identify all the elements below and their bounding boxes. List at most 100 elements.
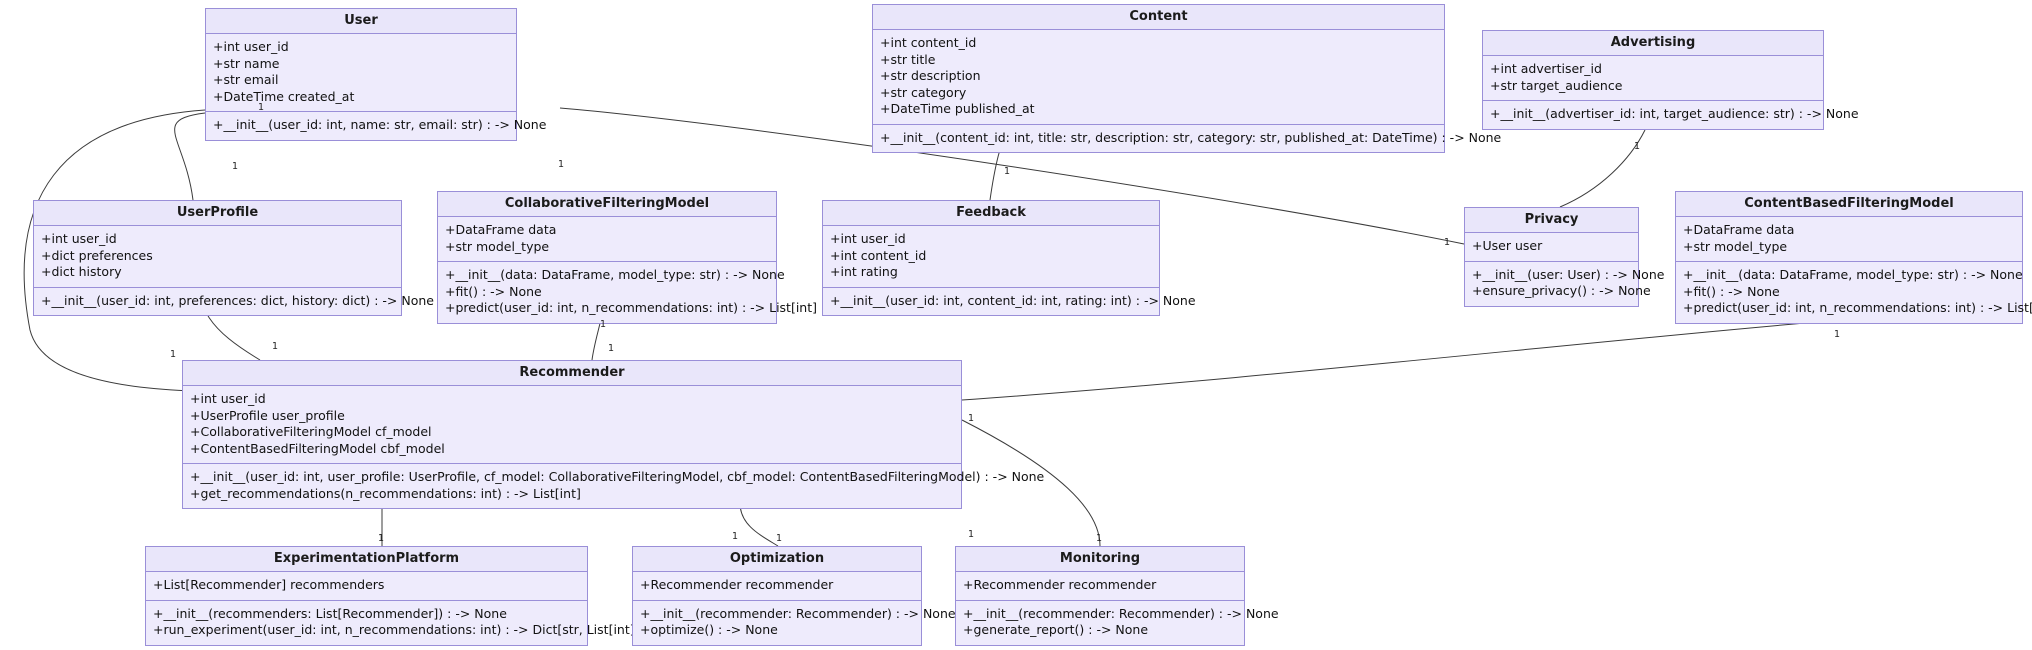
association-recommender-optimization [739, 502, 779, 547]
attribute-row: +int user_id [41, 231, 117, 246]
attribute-row: +int user_id [213, 39, 289, 54]
attribute-row: +ContentBasedFilteringModel cbf_model [190, 440, 445, 456]
class-attributes-recommender: +int user_id+UserProfile user_profile+Co… [183, 386, 961, 464]
method-row: +__init__(content_id: int, title: str, d… [880, 129, 1502, 145]
class-methods-cbfmodel: +__init__(data: DataFrame, model_type: s… [1676, 262, 2032, 323]
class-attributes-userprofile: +int user_id+dict preferences+dict histo… [34, 226, 401, 288]
attribute-row: +DateTime published_at [880, 101, 1035, 116]
class-attributes-cbfmodel: +DataFrame data+str model_type [1676, 217, 2022, 262]
uml-class-experimentationplatform[interactable]: ExperimentationPlatform +List[Recommender… [145, 546, 640, 646]
attribute-row: +str title [880, 51, 936, 67]
method-row: +__init__(recommender: Recommender) : ->… [640, 605, 956, 621]
class-attributes-optimization: +Recommender recommender [633, 572, 921, 601]
class-attributes-cfmodel: +DataFrame data+str model_type [438, 217, 776, 262]
multiplicity-label: 1 [1004, 166, 1011, 177]
attribute-row: +str email [213, 72, 279, 87]
class-attributes-advertising: +int advertiser_id+str target_audience [1483, 56, 1823, 101]
attribute-row: +CollaborativeFilteringModel cf_model [190, 424, 432, 439]
class-title-recommender: Recommender [183, 361, 961, 386]
method-row: +__init__(user_id: int, preferences: dic… [41, 292, 434, 308]
attribute-row: +DateTime created_at [213, 88, 355, 104]
class-title-monitoring: Monitoring [956, 547, 1244, 572]
class-methods-feedback: +__init__(user_id: int, content_id: int,… [823, 287, 1196, 315]
uml-class-cbfmodel[interactable]: ContentBasedFilteringModel+DataFrame dat… [1675, 191, 2032, 324]
uml-class-content[interactable]: Content +int content_id+str title+str des… [872, 4, 1502, 153]
multiplicity-label: 1 [600, 319, 607, 330]
class-methods-user: +__init__(user_id: int, name: str, email… [206, 112, 547, 140]
method-row: +__init__(recommender: Recommender) : ->… [963, 605, 1279, 621]
class-methods-experimentationplatform: +__init__(recommenders: List[Recommender… [146, 600, 640, 645]
class-title-cfmodel: CollaborativeFilteringModel [438, 192, 776, 217]
class-title-advertising: Advertising [1483, 31, 1823, 56]
multiplicity-label: 1 [968, 529, 975, 540]
attribute-row: +List[Recommender] recommenders [153, 577, 385, 592]
class-methods-content: +__init__(content_id: int, title: str, d… [873, 124, 1502, 152]
attribute-row: +Recommender recommender [640, 577, 834, 592]
multiplicity-label: 1 [272, 341, 279, 352]
class-methods-privacy: +__init__(user: User) : -> None+ensure_p… [1465, 261, 1665, 306]
uml-class-advertising[interactable]: Advertising+int advertiser_id+str target… [1482, 30, 1859, 130]
attribute-row: +int content_id [880, 35, 977, 50]
multiplicity-label: 1 [1634, 141, 1641, 152]
multiplicity-label: 1 [378, 533, 385, 544]
attribute-row: +str model_type [1683, 238, 1788, 254]
attribute-row: +DataFrame data [1683, 222, 1795, 237]
class-methods-cfmodel: +__init__(data: DataFrame, model_type: s… [438, 262, 817, 323]
multiplicity-label: 1 [1096, 533, 1103, 544]
uml-class-userprofile[interactable]: UserProfile+int user_id+dict preferences… [33, 200, 434, 316]
attribute-row: +str model_type [445, 238, 550, 254]
attribute-row: +int content_id [830, 247, 927, 263]
method-row: +__init__(data: DataFrame, model_type: s… [445, 267, 785, 282]
attribute-row: +int rating [830, 264, 898, 279]
multiplicity-label: 1 [1444, 237, 1451, 248]
multiplicity-label: 1 [558, 159, 565, 170]
attribute-row: +DataFrame data [445, 222, 557, 237]
method-row: +__init__(user_id: int, user_profile: Us… [190, 469, 1045, 484]
method-row: +get_recommendations(n_recommendations: … [190, 485, 581, 501]
multiplicity-label: 1 [968, 413, 975, 424]
uml-class-recommender[interactable]: Recommender+int user_id+UserProfile user… [182, 360, 1045, 509]
attribute-row: +str category [880, 84, 967, 100]
uml-class-cfmodel[interactable]: CollaborativeFilteringModel+DataFrame da… [437, 191, 817, 324]
association-user-userprofile [174, 112, 206, 201]
class-attributes-feedback: +int user_id+int content_id+int rating [823, 226, 1159, 288]
attribute-row: +int user_id [830, 231, 906, 246]
association-advertising-privacy [1559, 129, 1646, 208]
method-row: +__init__(data: DataFrame, model_type: s… [1683, 267, 2023, 282]
attribute-row: +dict preferences [41, 247, 153, 263]
method-row: +__init__(user_id: int, content_id: int,… [830, 292, 1196, 308]
class-methods-monitoring: +__init__(recommender: Recommender) : ->… [956, 600, 1279, 645]
class-title-experimentationplatform: ExperimentationPlatform [146, 547, 587, 572]
multiplicity-label: 1 [232, 161, 239, 172]
class-title-cbfmodel: ContentBasedFilteringModel [1676, 192, 2022, 217]
class-methods-recommender: +__init__(user_id: int, user_profile: Us… [183, 464, 1045, 508]
multiplicity-label: 1 [608, 343, 615, 354]
uml-class-privacy[interactable]: Privacy+User user+__init__(user: User) :… [1464, 207, 1665, 307]
uml-class-user[interactable]: User+int user_id+str name+str email+Date… [205, 8, 547, 141]
attribute-row: +str name [213, 55, 280, 71]
method-row: +predict(user_id: int, n_recommendations… [1683, 300, 2032, 315]
uml-class-monitoring[interactable]: Monitoring +Recommender recommender +__ini… [955, 546, 1279, 646]
attribute-row: +str target_audience [1490, 77, 1623, 93]
class-attributes-privacy: +User user [1465, 233, 1638, 262]
class-methods-userprofile: +__init__(user_id: int, preferences: dic… [34, 287, 434, 315]
class-title-feedback: Feedback [823, 201, 1159, 226]
class-attributes-user: +int user_id+str name+str email+DateTime… [206, 34, 516, 112]
uml-class-optimization[interactable]: Optimization +Recommender recommender +__i… [632, 546, 956, 646]
attribute-row: +UserProfile user_profile [190, 407, 345, 423]
class-methods-advertising: +__init__(advertiser_id: int, target_aud… [1483, 101, 1859, 129]
attribute-row: +Recommender recommender [963, 577, 1157, 592]
attribute-row: +int advertiser_id [1490, 61, 1602, 76]
class-methods-optimization: +__init__(recommender: Recommender) : ->… [633, 600, 956, 645]
method-row: +ensure_privacy() : -> None [1472, 283, 1651, 298]
class-title-privacy: Privacy [1465, 208, 1638, 233]
attribute-row: +str description [880, 68, 981, 83]
class-title-optimization: Optimization [633, 547, 921, 572]
method-row: +__init__(user: User) : -> None [1472, 266, 1665, 282]
multiplicity-label: 1 [732, 531, 739, 542]
uml-class-feedback[interactable]: Feedback+int user_id+int content_id+int … [822, 200, 1196, 316]
method-row: +__init__(user_id: int, name: str, email… [213, 117, 547, 132]
method-row: +fit() : -> None [445, 283, 542, 299]
class-title-content: Content [873, 5, 1444, 30]
multiplicity-label: 1 [258, 102, 265, 113]
